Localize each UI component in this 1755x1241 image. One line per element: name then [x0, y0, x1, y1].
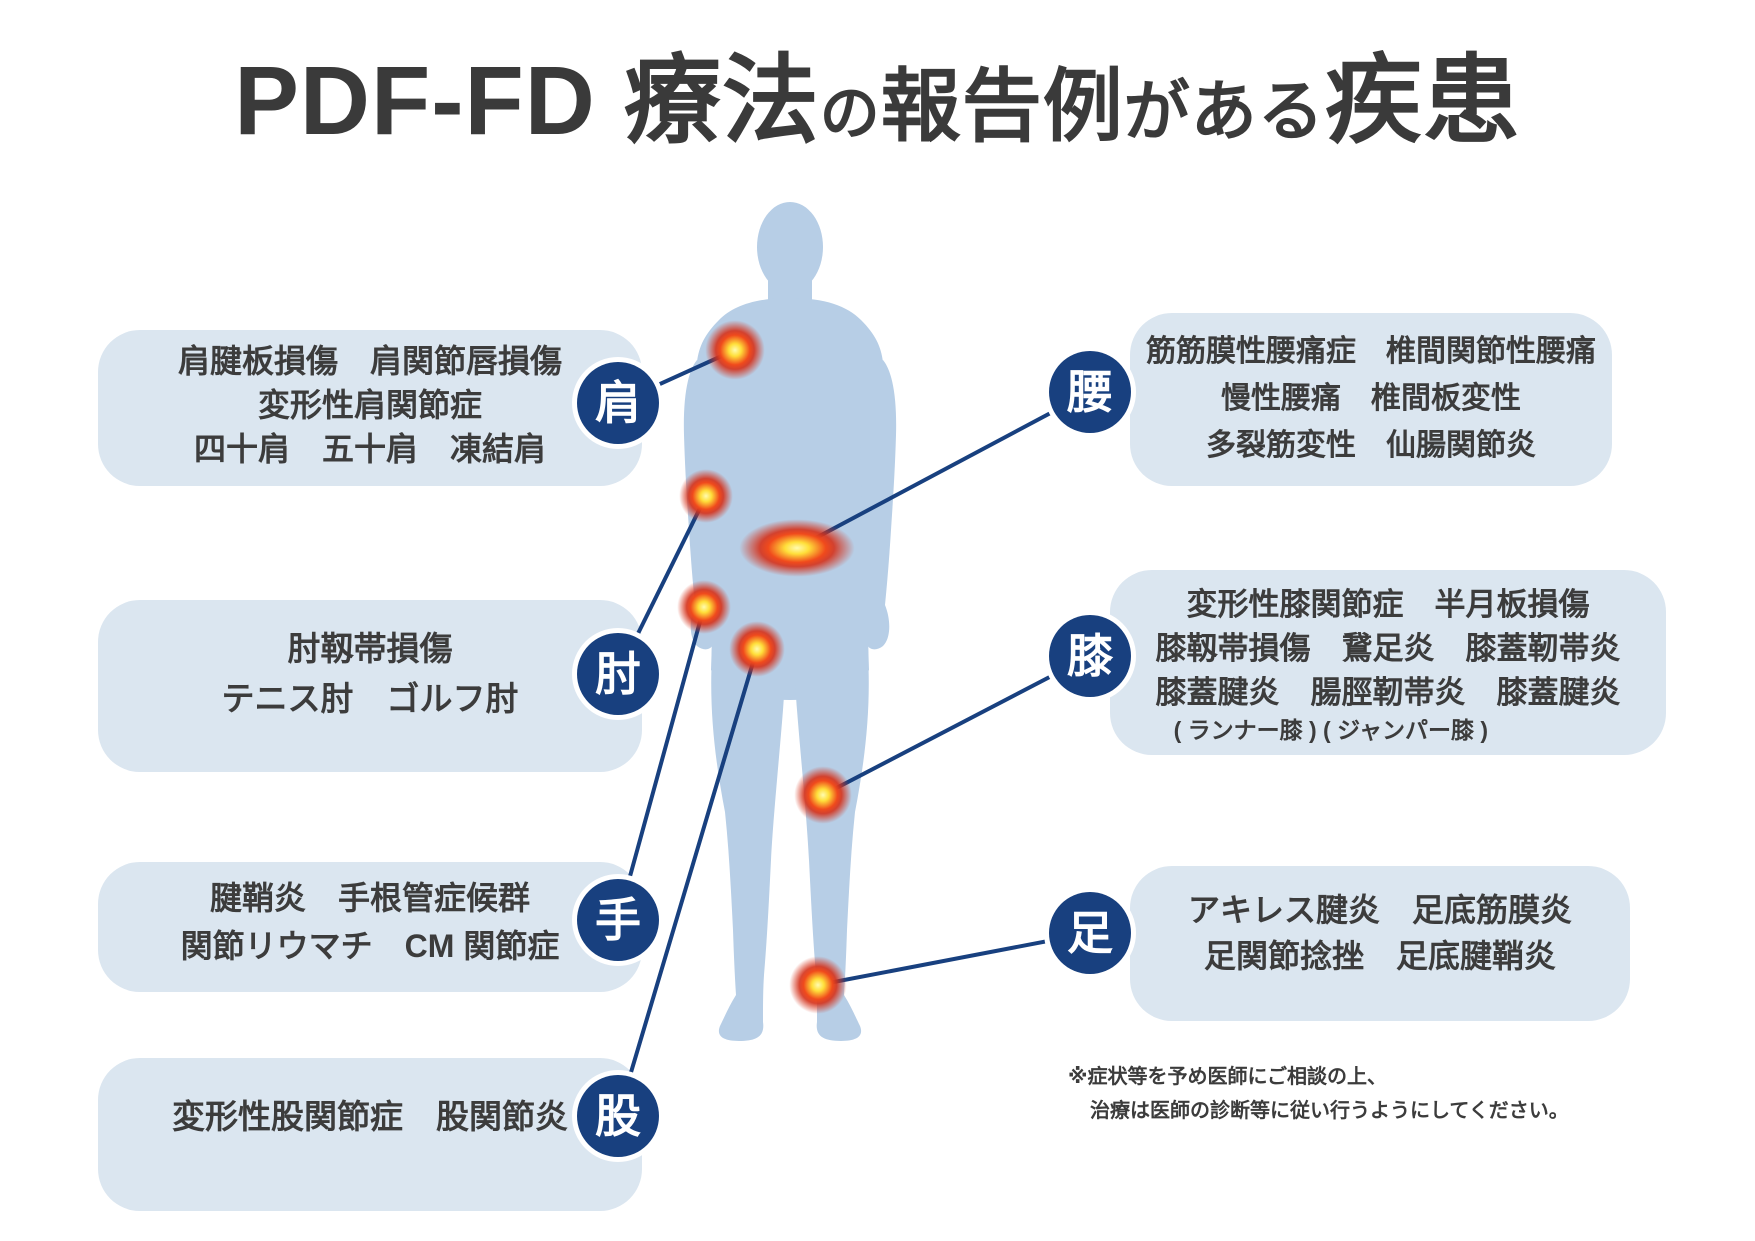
page-title: PDF-FD 療法の報告例がある疾患: [0, 52, 1755, 149]
condition-line: 肩腱板損傷 肩関節唇損傷: [177, 343, 562, 379]
disclaimer: ※症状等を予め医師にご相談の上、 治療は医師の診断等に従い行うようにしてください…: [1068, 1060, 1569, 1128]
condition-box-waist: 筋筋膜性腰痛症 椎間関節性腰痛 慢性腰痛 椎間板変性 多裂筋変性 仙腸関節炎: [1130, 313, 1612, 486]
pain-dot-knee: [793, 765, 853, 825]
label-circle-foot: 足: [1049, 892, 1131, 974]
disclaimer-line-2: 治療は医師の診断等に従い行うようにしてください。: [1090, 1100, 1569, 1122]
title-part-gaaru: がある: [1123, 74, 1325, 148]
body-left-leg: [711, 655, 785, 1041]
condition-line: 多裂筋変性 仙腸関節炎: [1206, 429, 1536, 462]
condition-box-elbow: 肘靱帯損傷 テニス肘 ゴルフ肘: [98, 600, 642, 772]
condition-box-hip: 変形性股関節症 股関節炎: [98, 1058, 642, 1211]
label-circle-hand: 手: [577, 879, 659, 961]
condition-line: テニス肘 ゴルフ肘: [221, 680, 519, 717]
body-head: [757, 202, 823, 292]
label-circle-shoulder: 肩: [577, 362, 659, 444]
title-part-main: PDF-FD 療法: [234, 46, 820, 155]
condition-box-hand: 腱鞘炎 手根管症候群 関節リウマチ CM 関節症: [98, 862, 642, 992]
condition-line-note: ( ランナー膝 ) ( ジャンパー膝 ): [1173, 717, 1488, 743]
condition-line: 肘靱帯損傷: [287, 630, 453, 667]
condition-line: 膝靱帯損傷 鵞足炎 膝蓋靭帯炎: [1155, 631, 1621, 666]
condition-line: 関節リウマチ CM 関節症: [180, 928, 560, 964]
condition-line: 筋筋膜性腰痛症 椎間関節性腰痛: [1146, 335, 1596, 368]
title-part-houkokurei: 報告例: [880, 62, 1124, 151]
condition-line: 変形性股関節症 股関節炎: [172, 1098, 568, 1135]
condition-line: アキレス腱炎 足底筋膜炎: [1187, 892, 1572, 928]
title-part-no: の: [819, 80, 881, 147]
pain-dot-ankle: [788, 955, 848, 1015]
condition-line: 膝蓋腱炎 腸脛靭帯炎 膝蓋腱炎: [1155, 675, 1621, 710]
condition-box-knee: 変形性膝関節症 半月板損傷 膝靱帯損傷 鵞足炎 膝蓋靭帯炎 膝蓋腱炎 腸脛靭帯炎…: [1110, 570, 1666, 755]
body-right-arm: [858, 360, 897, 650]
label-circle-waist: 腰: [1049, 351, 1131, 433]
condition-line: 慢性腰痛 椎間板変性: [1221, 382, 1521, 415]
title-part-shikkan: 疾患: [1324, 46, 1521, 155]
label-circle-knee: 膝: [1049, 615, 1131, 697]
label-circle-elbow: 肘: [577, 633, 659, 715]
condition-line: 変形性肩関節症: [257, 387, 482, 423]
pain-dot-elbow: [678, 468, 734, 524]
pain-dot-hip: [728, 620, 786, 678]
disclaimer-line-1: ※症状等を予め医師にご相談の上、: [1068, 1066, 1388, 1088]
condition-line: 腱鞘炎 手根管症候群: [209, 880, 530, 916]
pain-dot-shoulder: [704, 319, 766, 381]
condition-line: 四十肩 五十肩 凍結肩: [193, 431, 546, 467]
label-circle-hip: 股: [577, 1075, 659, 1157]
pain-dot-waist: [737, 518, 857, 578]
condition-line: 変形性膝関節症 半月板損傷: [1186, 587, 1590, 622]
condition-box-foot: アキレス腱炎 足底筋膜炎 足関節捻挫 足底腱鞘炎: [1130, 866, 1630, 1021]
condition-box-shoulder: 肩腱板損傷 肩関節唇損傷 変形性肩関節症 四十肩 五十肩 凍結肩: [98, 330, 642, 486]
condition-line: 足関節捻挫 足底腱鞘炎: [1203, 938, 1556, 974]
pain-dot-hand: [676, 579, 732, 635]
